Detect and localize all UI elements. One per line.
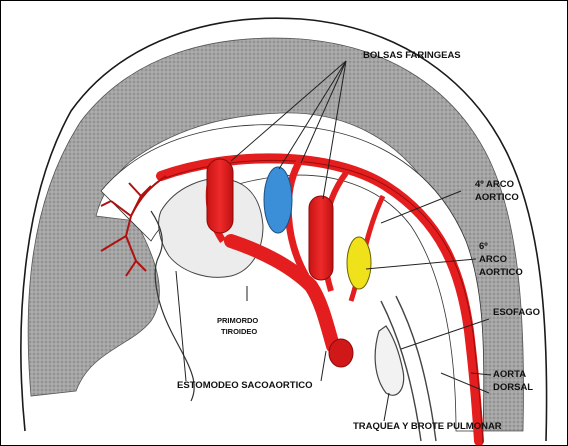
label-6-arco-line3: AORTICO xyxy=(479,267,523,278)
red-pouch-2 xyxy=(309,196,333,280)
label-aorta-line2: DORSAL xyxy=(493,382,533,393)
label-traquea-brote: TRAQUEA Y BROTE PULMONAR xyxy=(353,421,502,432)
label-primordio-line2: TIROIDEO xyxy=(221,327,257,336)
aortic-trunk-end xyxy=(329,339,353,367)
label-primordio-line1: PRIMORDO xyxy=(217,316,258,325)
label-bolsas-faringeas: BOLSAS FARINGEAS xyxy=(363,50,461,61)
yellow-pouch xyxy=(347,237,371,289)
blue-pouch xyxy=(264,167,292,233)
label-6-arco-line2: ARCO xyxy=(479,254,507,265)
label-estomodeo-sacoaortico: ESTOMODEO SACOAORTICO xyxy=(177,380,312,391)
label-4-arco-line2: AORTICO xyxy=(475,192,519,203)
label-aorta-line1: AORTA xyxy=(493,369,526,380)
label-6-arco-line1: 6º xyxy=(479,241,488,252)
label-4-arco-line1: 4º ARCO xyxy=(475,179,514,190)
label-esofago: ESOFAGO xyxy=(493,307,540,318)
red-pouch-1 xyxy=(207,159,233,233)
